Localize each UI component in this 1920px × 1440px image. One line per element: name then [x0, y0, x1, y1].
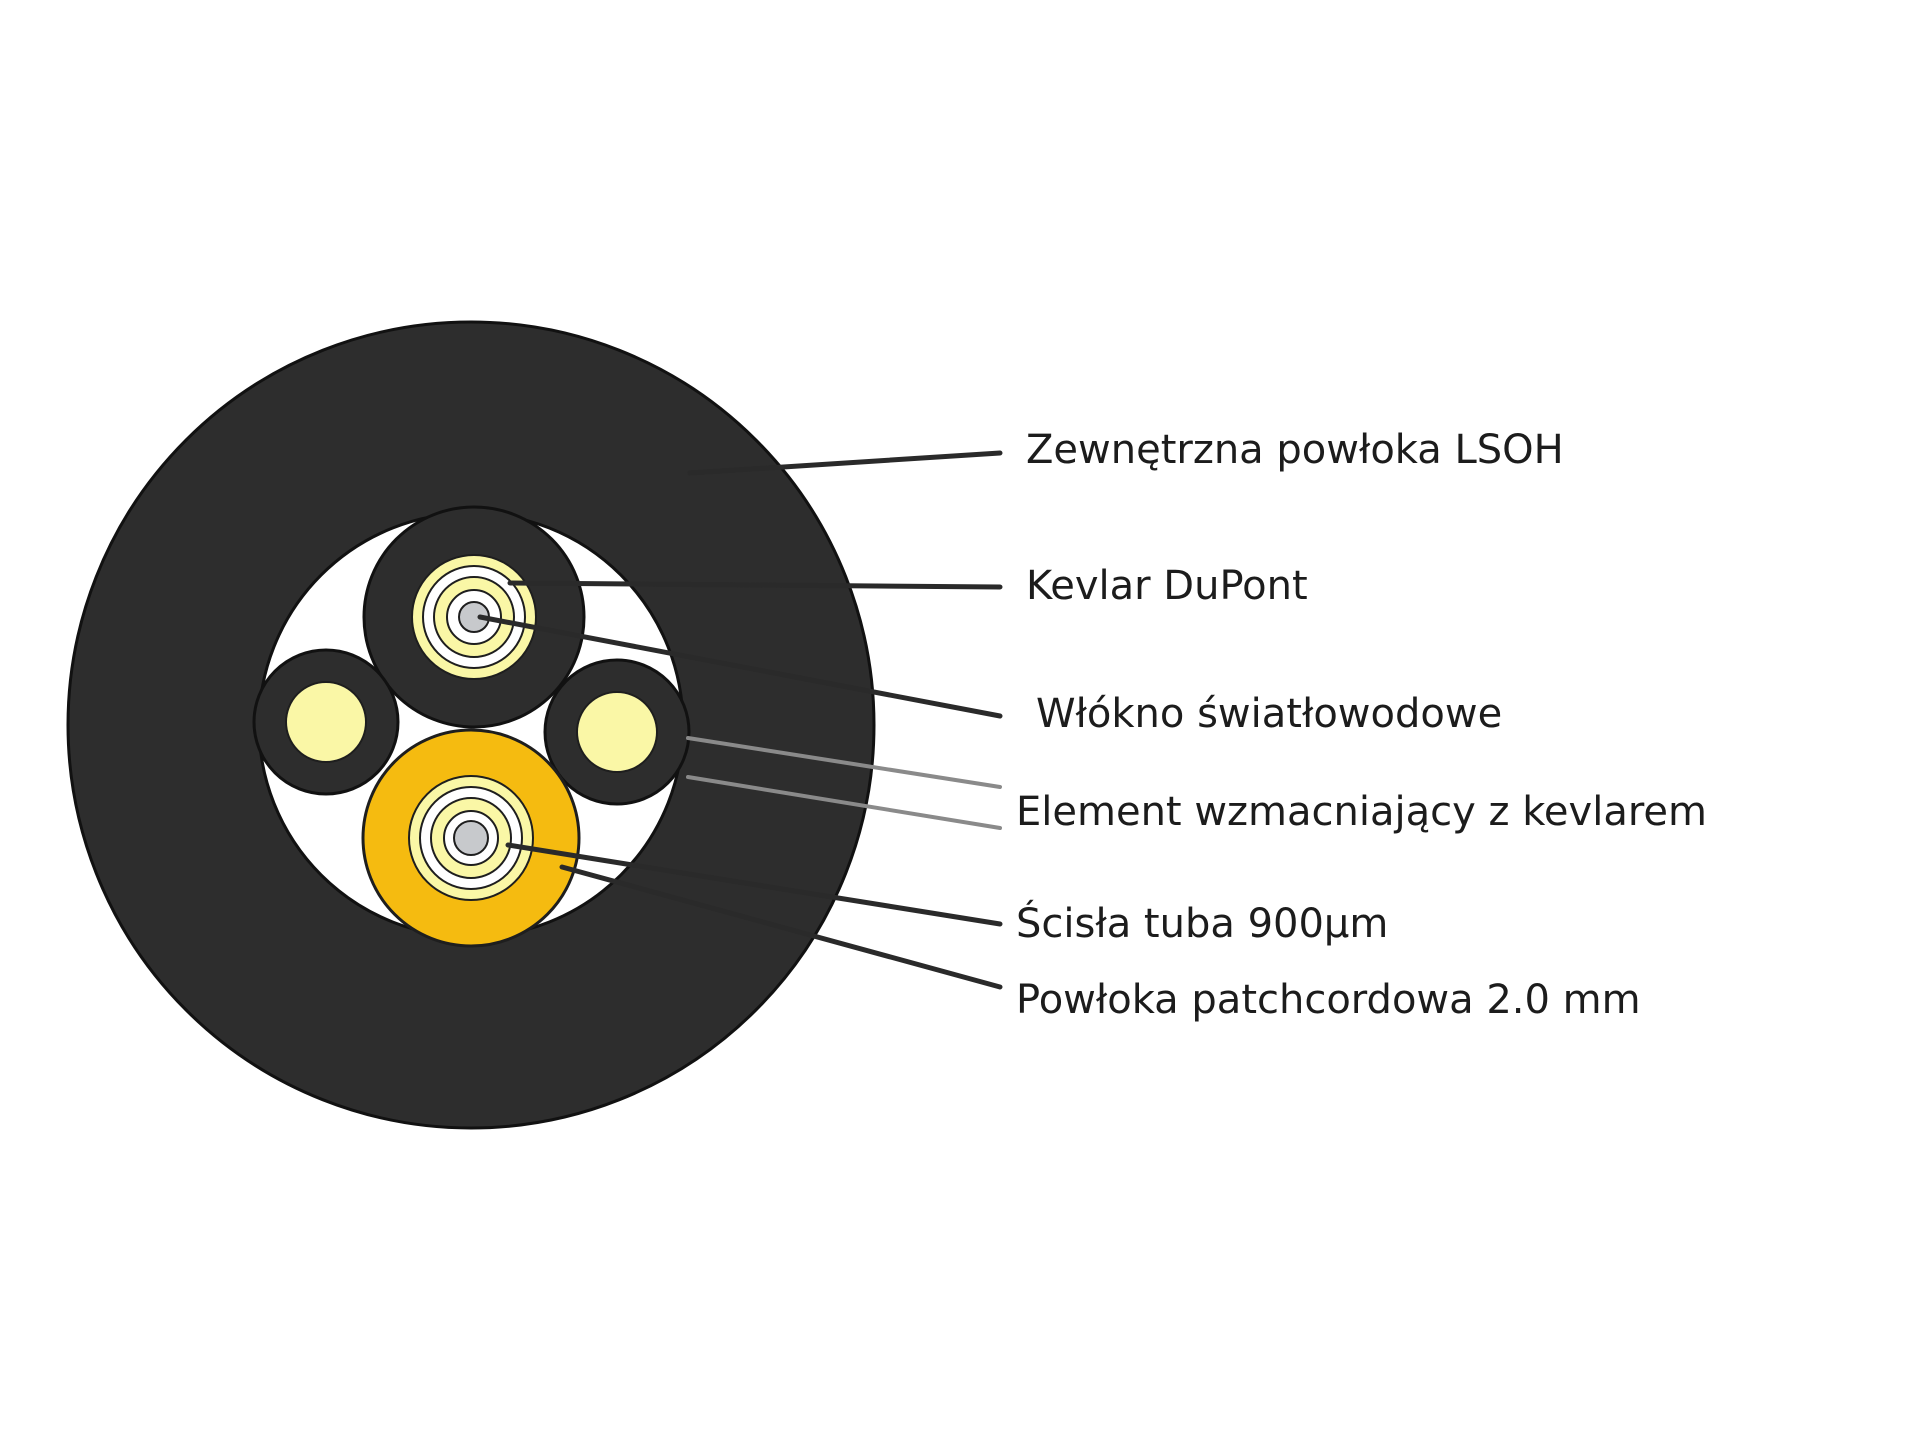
top-fiber-subunit	[362, 505, 586, 729]
leader-line-strength-member-b	[686, 775, 1002, 830]
leader-line-patchcord-jacket	[559, 864, 1003, 990]
label-strength-member-kevlar: Element wzmacniający z kevlarem	[1016, 789, 1707, 835]
leader-line-tight-tube	[505, 842, 1003, 927]
label-tight-tube-900um: Ścisła tuba 900µm	[1016, 899, 1388, 947]
label-kevlar-dupont: Kevlar DuPont	[1026, 563, 1308, 609]
leader-lines	[477, 450, 1003, 990]
leader-line-kevlar	[507, 580, 1003, 590]
label-optical-fiber: Włókno światłowodowe	[1036, 691, 1502, 737]
label-outer-lsoh-jacket: Zewnętrzna powłoka LSOH	[1026, 427, 1564, 473]
leader-line-fiber	[477, 614, 1003, 719]
label-patchcord-jacket-2mm: Powłoka patchcordowa 2.0 mm	[1016, 977, 1641, 1023]
right-strength-member	[543, 658, 691, 806]
leader-line-strength-member-a	[686, 736, 1002, 789]
bottom-fiber-subunit	[361, 728, 581, 948]
left-strength-member	[252, 648, 400, 796]
leader-line-outer-jacket	[687, 450, 1003, 476]
